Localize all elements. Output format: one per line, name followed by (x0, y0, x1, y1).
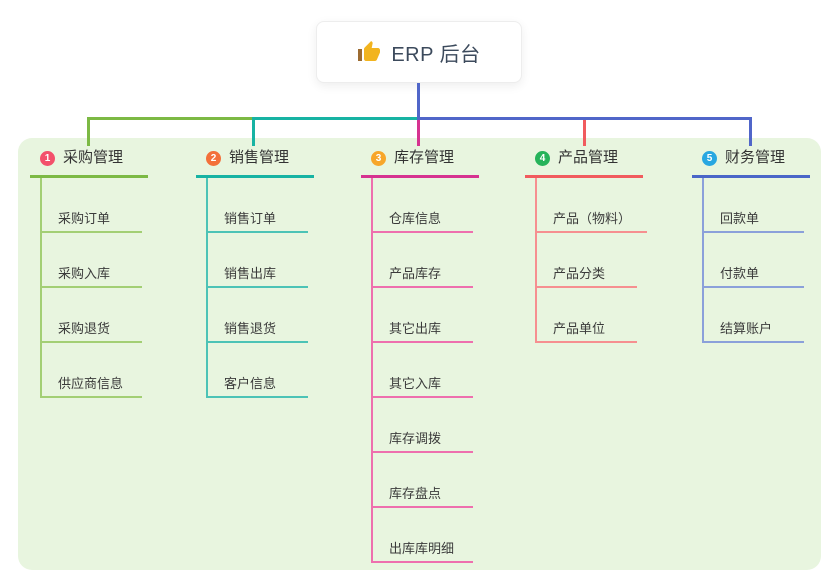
connector-horizontal-green (87, 117, 255, 120)
connector-drop-branch-2 (252, 117, 255, 146)
branch-finance-children: 回款单 付款单 结算账户 (702, 178, 804, 343)
node-sales-return[interactable]: 销售退货 (208, 288, 308, 343)
connector-drop-branch-3 (417, 120, 420, 146)
branches-background-panel (18, 138, 821, 570)
thumbs-up-icon (358, 41, 381, 61)
node-stock-count[interactable]: 库存盘点 (373, 453, 473, 508)
node-warehouse-info[interactable]: 仓库信息 (373, 178, 473, 233)
branch-sales-children: 销售订单 销售出库 销售退货 客户信息 (206, 178, 308, 398)
branch-purchase: 1 采购管理 采购订单 采购入库 采购退货 供应商信息 (30, 145, 148, 398)
branch-product-children: 产品（物料） 产品分类 产品单位 (535, 178, 648, 343)
topic-label: 财务管理 (725, 149, 786, 166)
node-product-category[interactable]: 产品分类 (537, 233, 637, 288)
node-stock-transfer[interactable]: 库存调拨 (373, 398, 473, 453)
topic-inventory[interactable]: 3 库存管理 (361, 145, 479, 178)
branch-inventory: 3 库存管理 仓库信息 产品库存 其它出库 其它入库 库存调拨 库存盘点 出库库… (361, 145, 479, 563)
node-payment-doc[interactable]: 付款单 (704, 233, 804, 288)
node-purchase-order[interactable]: 采购订单 (42, 178, 142, 233)
root-node-label: ERP 后台 (391, 43, 481, 66)
branch-inventory-children: 仓库信息 产品库存 其它出库 其它入库 库存调拨 库存盘点 出库库明细 (371, 178, 473, 563)
topic-finance[interactable]: 5 财务管理 (692, 145, 810, 178)
node-product-stock[interactable]: 产品库存 (373, 233, 473, 288)
node-stock-detail[interactable]: 出库库明细 (373, 508, 473, 563)
branch-purchase-children: 采购订单 采购入库 采购退货 供应商信息 (40, 178, 142, 398)
badge-number-3: 3 (371, 150, 386, 166)
connector-drop-branch-1 (87, 117, 90, 146)
topic-label: 采购管理 (63, 149, 124, 166)
connector-horizontal-teal (252, 117, 417, 120)
connector-horizontal-blue (417, 117, 752, 120)
connector-root-vertical (417, 83, 420, 117)
badge-number-5: 5 (702, 150, 717, 166)
badge-number-2: 2 (206, 150, 221, 166)
node-supplier-info[interactable]: 供应商信息 (42, 343, 142, 398)
node-settlement-account[interactable]: 结算账户 (704, 288, 804, 343)
thumbs-up-cuff (358, 49, 363, 61)
topic-product[interactable]: 4 产品管理 (525, 145, 643, 178)
node-other-inbound[interactable]: 其它入库 (373, 343, 473, 398)
connector-drop-branch-4 (583, 120, 586, 146)
node-sales-order[interactable]: 销售订单 (208, 178, 308, 233)
node-customer-info[interactable]: 客户信息 (208, 343, 308, 398)
node-product-material[interactable]: 产品（物料） (537, 178, 648, 233)
connector-drop-branch-5 (749, 117, 752, 146)
root-node[interactable]: ERP 后台 (316, 21, 522, 83)
branch-finance: 5 财务管理 回款单 付款单 结算账户 (692, 145, 810, 343)
topic-label: 库存管理 (394, 149, 455, 166)
badge-number-4: 4 (535, 150, 550, 166)
thumbs-up-hand (364, 41, 381, 61)
node-purchase-inbound[interactable]: 采购入库 (42, 233, 142, 288)
topic-label: 销售管理 (229, 149, 290, 166)
node-sales-outbound[interactable]: 销售出库 (208, 233, 308, 288)
badge-number-1: 1 (40, 150, 55, 166)
node-purchase-return[interactable]: 采购退货 (42, 288, 142, 343)
topic-label: 产品管理 (558, 149, 619, 166)
node-product-unit[interactable]: 产品单位 (537, 288, 637, 343)
node-other-outbound[interactable]: 其它出库 (373, 288, 473, 343)
branch-sales: 2 销售管理 销售订单 销售出库 销售退货 客户信息 (196, 145, 314, 398)
branch-product: 4 产品管理 产品（物料） 产品分类 产品单位 (525, 145, 648, 343)
topic-purchase[interactable]: 1 采购管理 (30, 145, 148, 178)
node-receipt-doc[interactable]: 回款单 (704, 178, 804, 233)
topic-sales[interactable]: 2 销售管理 (196, 145, 314, 178)
